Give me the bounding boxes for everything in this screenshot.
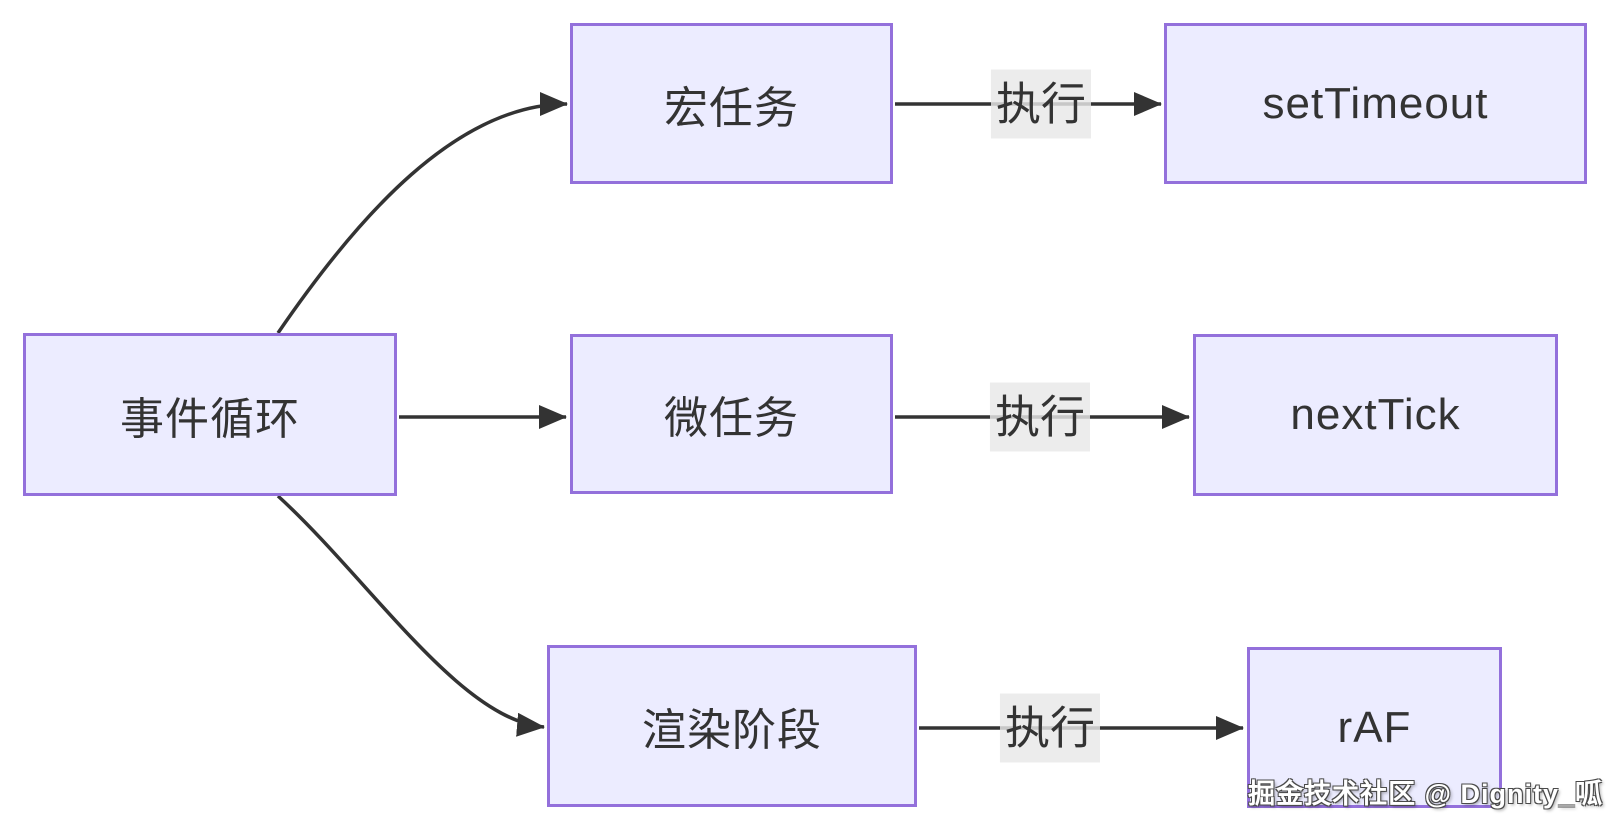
edge-label-execute-render: 执行 (999, 693, 1101, 763)
node-macro-task-label: 宏任务 (664, 83, 799, 133)
edge-label-execute-macro: 执行 (990, 69, 1092, 139)
edge-eventloop-to-renderphase (276, 494, 545, 737)
watermark: 掘金技术社区 @ Dignity_呱 (1248, 779, 1603, 809)
edge-label-execute-micro: 执行 (989, 382, 1091, 452)
node-settimeout-label: setTimeout (1262, 78, 1489, 128)
node-micro-task-label: 微任务 (664, 394, 799, 443)
node-nexttick: nextTick (1193, 334, 1558, 496)
node-raf: rAF (1247, 647, 1502, 808)
edge-eventloop-to-macrotask (276, 92, 568, 334)
node-nexttick-label: nextTick (1290, 390, 1461, 439)
node-micro-task: 微任务 (570, 334, 893, 494)
node-settimeout: setTimeout (1164, 23, 1587, 184)
node-macro-task: 宏任务 (570, 23, 893, 184)
node-event-loop: 事件循环 (23, 333, 397, 496)
node-render-phase-label: 渲染阶段 (642, 706, 822, 755)
node-render-phase: 渲染阶段 (547, 645, 917, 807)
node-raf-label: rAF (1337, 702, 1412, 752)
node-event-loop-label: 事件循环 (120, 394, 300, 444)
